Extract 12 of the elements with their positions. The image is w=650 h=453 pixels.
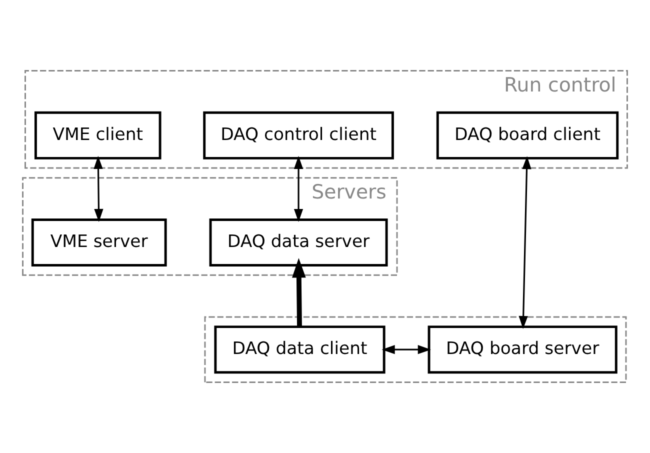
arrow xyxy=(292,258,306,327)
node-box: VME client xyxy=(34,111,162,160)
node-box: DAQ data client xyxy=(214,326,386,374)
arrow xyxy=(294,156,304,222)
arrow xyxy=(382,345,431,354)
node-box: DAQ data server xyxy=(209,218,388,266)
node-box: DAQ board server xyxy=(428,326,618,374)
node-box: DAQ control client xyxy=(203,111,394,160)
node-box: VME server xyxy=(31,218,167,266)
arrow xyxy=(94,156,104,222)
arrow xyxy=(518,156,532,330)
node-box: DAQ board client xyxy=(436,111,619,160)
